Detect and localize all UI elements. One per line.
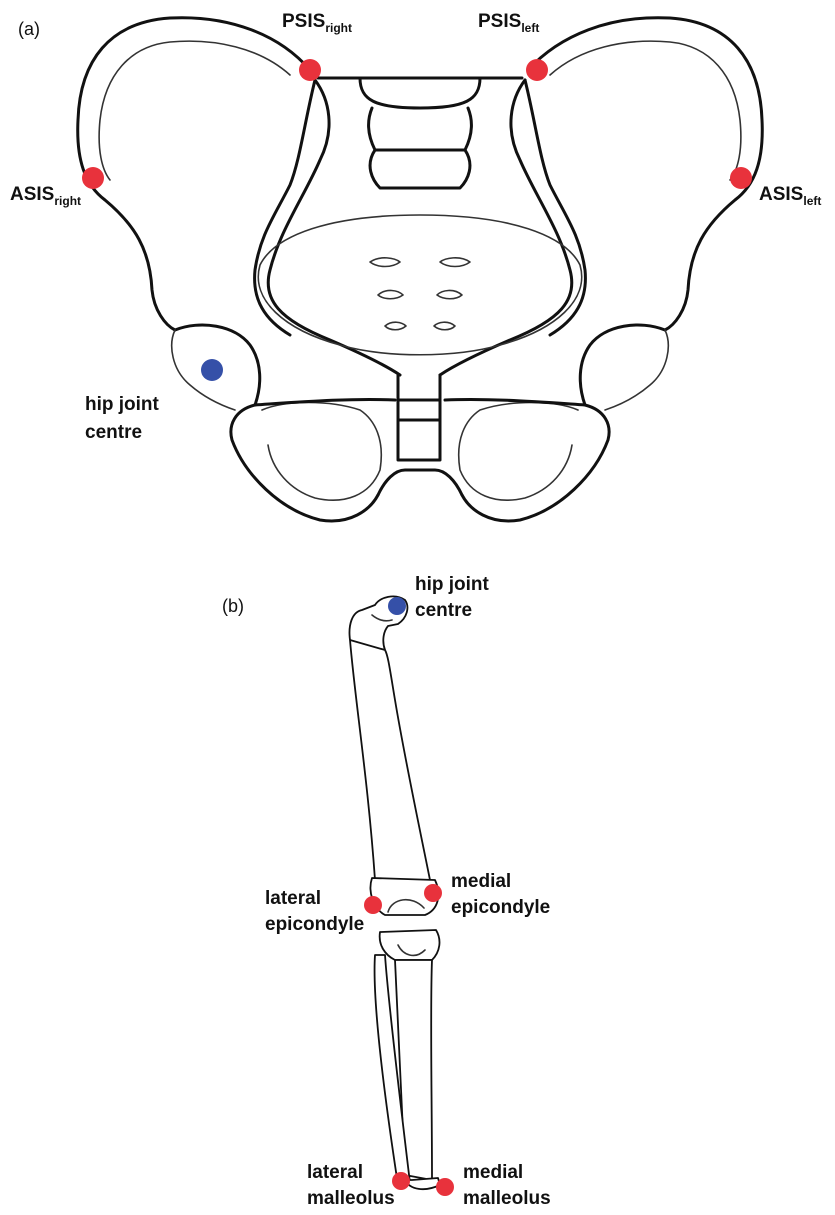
tibia-fibula-drawing bbox=[375, 930, 440, 1189]
asis-left-marker bbox=[730, 167, 752, 189]
asis-right-marker bbox=[82, 167, 104, 189]
psis-right-label: PSISright bbox=[282, 11, 352, 35]
asis-left-label: ASISleft bbox=[759, 184, 821, 208]
medial-malleolus-marker bbox=[436, 1178, 454, 1196]
psis-left-label: PSISleft bbox=[478, 11, 539, 35]
hip-joint-centre-marker-pelvis bbox=[201, 359, 223, 381]
hip-joint-centre-marker-femur bbox=[388, 597, 406, 615]
pelvis-drawing bbox=[78, 18, 763, 521]
psis-left-marker bbox=[526, 59, 548, 81]
asis-right-label: ASISright bbox=[10, 184, 81, 208]
lateral-epicondyle-marker bbox=[364, 896, 382, 914]
psis-right-marker bbox=[299, 59, 321, 81]
panel-b-label: (b) bbox=[222, 596, 244, 616]
lateral-malleolus-marker bbox=[392, 1172, 410, 1190]
panel-a-label: (a) bbox=[18, 19, 40, 39]
femur-drawing bbox=[350, 596, 439, 915]
medial-epicondyle-marker bbox=[424, 884, 442, 902]
